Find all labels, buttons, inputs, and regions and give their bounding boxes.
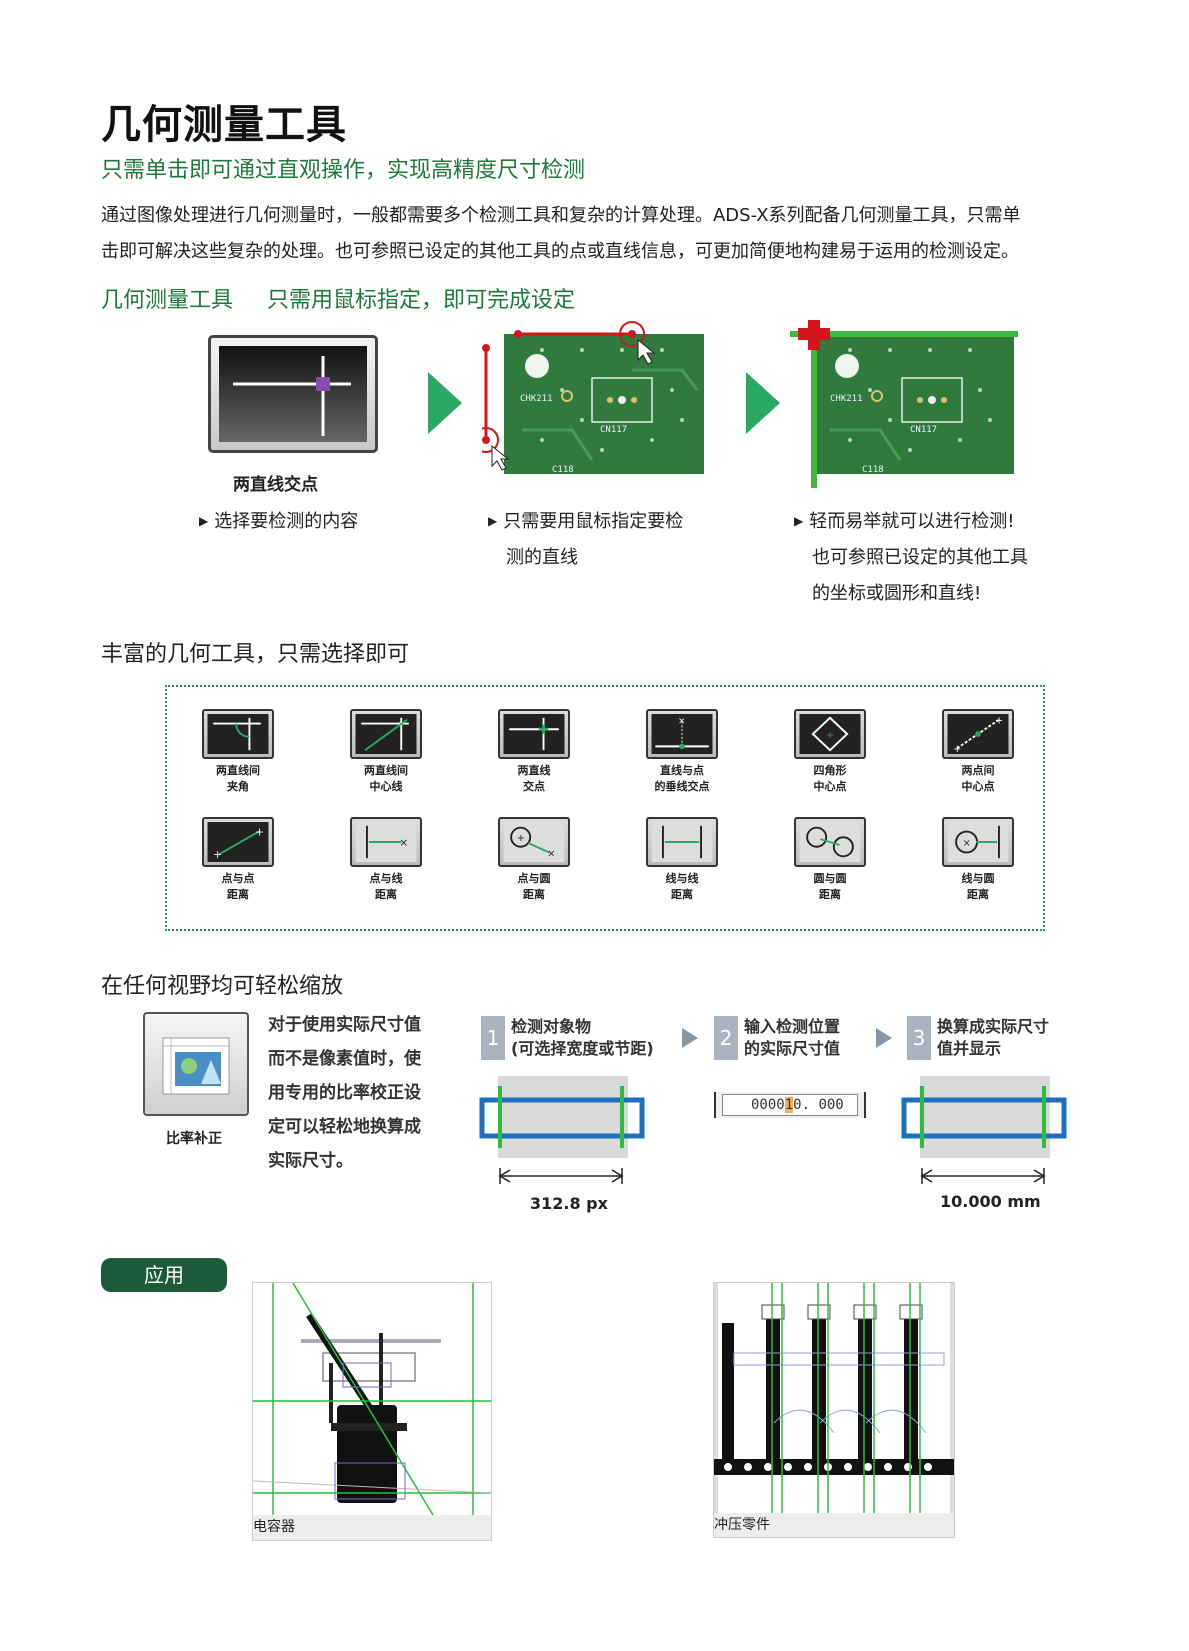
step2-caption: ▶ 只需要用鼠标指定要检 测的直线 (488, 503, 683, 576)
line-line-icon (651, 822, 713, 862)
capacitor-inspection-image: 电容器 (252, 1282, 492, 1541)
pixel-value-label: 312.8 px (530, 1194, 608, 1213)
pcb-label-c118: C118 (862, 465, 884, 475)
tool-line-circle-distance[interactable]: × 线与圆距离 (923, 817, 1033, 903)
svg-text:×: × (547, 848, 555, 859)
tool-perpendicular-point[interactable]: × 直线与点的垂线交点 (627, 709, 737, 795)
scale-section-title: 在任何视野均可轻松缩放 (101, 974, 344, 999)
capacitor-caption: 电容器 (253, 1515, 491, 1540)
intro-line-1: 通过图像处理进行几何测量时，一般都需要多个检测工具和复杂的计算处理。ADS-X系… (101, 205, 1021, 226)
intro-line-2: 击即可解决这些复杂的处理。也可参照已设定的其他工具的点或直线信息，可更加简便地构… (101, 241, 1019, 262)
arrow-right-icon (746, 372, 780, 434)
step3-line2: 也可参照已设定的其他工具 (812, 547, 1028, 568)
svg-text:+: + (953, 744, 961, 754)
pcb-result-image: CHK211 CN117 C118 (790, 320, 1018, 488)
intersection-label: 两直线交点 (233, 475, 318, 495)
actual-size-field[interactable]: 000010. 000 (722, 1094, 858, 1116)
tool-point-point-distance[interactable]: ++ 点与点距离 (183, 817, 293, 903)
pcb-label-chk211: CHK211 (520, 394, 553, 404)
intersection-icon (219, 346, 367, 442)
svg-text:×: × (399, 837, 408, 849)
tool-circle-circle-distance[interactable]: 圆与圆距离 (775, 817, 885, 903)
svg-text:+: + (826, 730, 834, 741)
tool-angle-between-lines[interactable]: 两直线间夹角 (183, 709, 293, 795)
pcb-label-c118: C118 (552, 465, 574, 475)
stamped-parts-image (714, 1283, 954, 1513)
step3-line1: 轻而易举就可以进行检测! (809, 511, 1015, 532)
tool-intersection[interactable]: 两直线交点 (479, 709, 589, 795)
arrow-right-icon (876, 1028, 892, 1048)
tool-midpoint[interactable]: ++ 两点间中心点 (923, 709, 1033, 795)
point-point-icon: ++ (207, 822, 269, 862)
circle-circle-icon (799, 822, 861, 862)
pixel-measure-diagram (479, 1076, 645, 1184)
pcb-label-cn117: CN117 (910, 425, 937, 435)
capacitor-image (252, 1282, 492, 1516)
svg-text:+: + (995, 716, 1003, 727)
intro-paragraph: 通过图像处理进行几何测量时，一般都需要多个检测工具和复杂的计算处理。ADS-X系… (101, 198, 1121, 270)
pcb-label-chk211: CHK211 (830, 394, 863, 404)
pcb-select-lines-image: CHK211 CN117 C118 (482, 321, 704, 475)
angle-tool-icon (207, 714, 269, 754)
step3-caption: ▶ 轻而易举就可以进行检测! 也可参照已设定的其他工具 的坐标或圆形和直线! (794, 503, 1028, 612)
intersection-point-icon (503, 714, 565, 754)
mm-value-label: 10.000 mm (940, 1192, 1041, 1211)
bullet-triangle-icon: ▶ (488, 514, 498, 528)
intersection-tool-icon[interactable] (208, 335, 378, 453)
pcb-label-cn117: CN117 (600, 425, 627, 435)
svg-text:+: + (517, 833, 525, 844)
bullet-triangle-icon: ▶ (794, 514, 804, 528)
stamped-parts-caption: 冲压零件 (714, 1513, 954, 1537)
tool-line-line-distance[interactable]: 线与线距离 (627, 817, 737, 903)
svg-text:+: + (255, 826, 264, 838)
line-circle-icon: × (947, 822, 1009, 862)
stamped-parts-inspection-image: 冲压零件 (713, 1282, 955, 1538)
setup-title-a: 几何测量工具 (101, 288, 234, 313)
perpendicular-icon: × (651, 714, 713, 754)
page-title: 几何测量工具 (101, 102, 347, 148)
ratio-correction-icon[interactable] (143, 1012, 249, 1116)
point-circle-icon: +× (503, 822, 565, 862)
tool-center-line[interactable]: 两直线间中心线 (331, 709, 441, 795)
arrow-right-icon (682, 1028, 698, 1048)
svg-text:×: × (963, 838, 971, 849)
tools-section-title: 丰富的几何工具，只需选择即可 (101, 642, 410, 667)
setup-section-title: 几何测量工具 只需用鼠标指定，即可完成设定 (101, 282, 609, 314)
point-line-icon: × (355, 822, 417, 862)
step3-line3: 的坐标或圆形和直线! (812, 583, 982, 604)
text-cursor: 1 (784, 1097, 794, 1113)
image-scale-icon (162, 1037, 230, 1095)
application-badge: 应用 (101, 1258, 227, 1292)
arrow-right-icon (428, 372, 462, 434)
setup-title-b: 只需用鼠标指定，即可完成设定 (267, 288, 576, 313)
svg-text:×: × (678, 717, 685, 727)
midpoint-icon: ++ (947, 714, 1009, 754)
mm-measure-diagram (901, 1076, 1067, 1184)
step2-line1: 只需要用鼠标指定要检 (503, 511, 684, 532)
center-line-icon (355, 714, 417, 754)
scale-description: 对于使用实际尺寸值而不是像素值时，使用专用的比率校正设定可以轻松地换算成实际尺寸… (268, 1015, 421, 1171)
page-subtitle: 只需单击即可通过直观操作，实现高精度尺寸检测 (101, 158, 586, 183)
tool-quad-center[interactable]: + 四角形中心点 (775, 709, 885, 795)
step1-text: 选择要检测的内容 (214, 511, 359, 532)
actual-size-input[interactable]: 000010. 000 (714, 1092, 866, 1118)
ratio-correction-label: 比率补正 (166, 1131, 222, 1147)
step1-caption: ▶ 选择要检测的内容 (199, 503, 358, 540)
bullet-triangle-icon: ▶ (199, 514, 209, 528)
geometry-tools-panel: 两直线间夹角 两直线间中心线 两直线交点 × 直线与点的垂线交点 + 四角形中心… (165, 685, 1045, 931)
tool-point-line-distance[interactable]: × 点与线距离 (331, 817, 441, 903)
tool-point-circle-distance[interactable]: +× 点与圆距离 (479, 817, 589, 903)
quad-center-icon: + (799, 714, 861, 754)
step2-line2: 测的直线 (506, 547, 578, 568)
svg-text:+: + (213, 849, 222, 861)
